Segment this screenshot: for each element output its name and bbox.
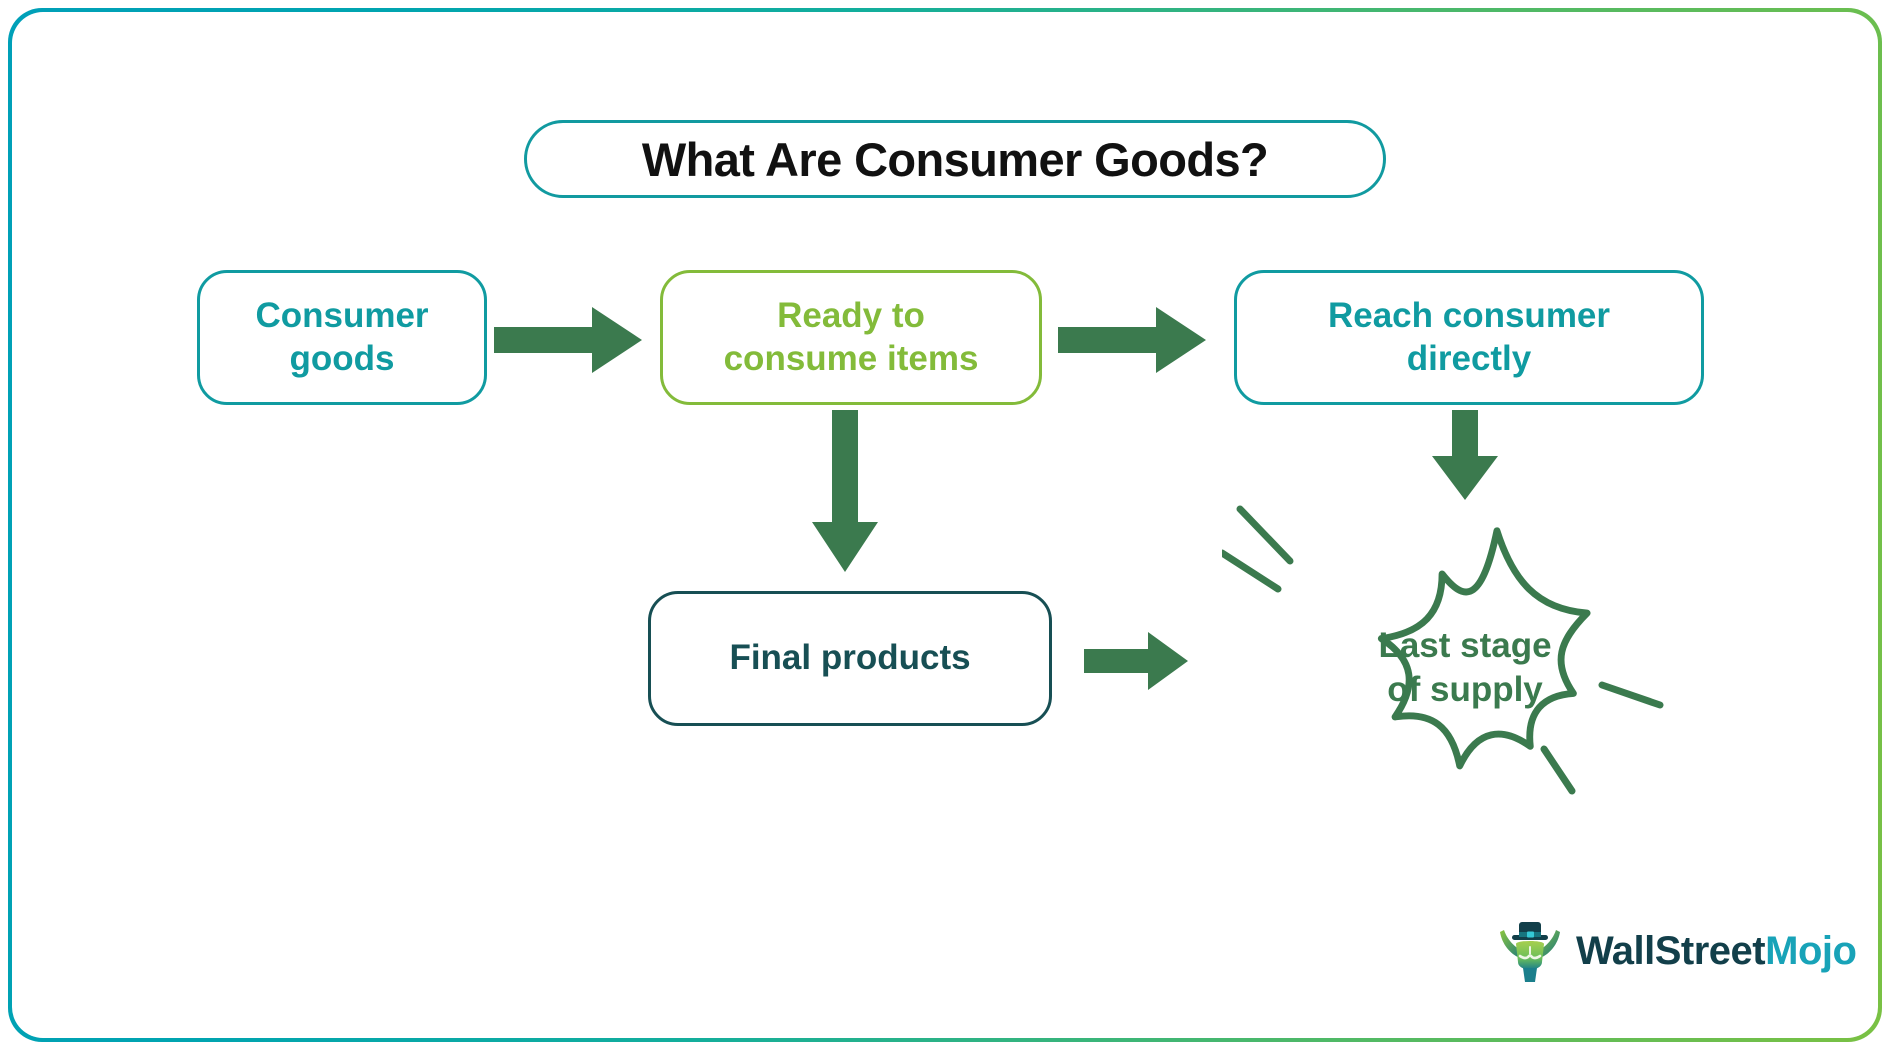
- node-reach-consumer-directly: Reach consumer directly: [1234, 270, 1704, 405]
- sparkle-lines-lower-right: [1540, 681, 1664, 795]
- node-consumer-goods-line2: goods: [289, 338, 395, 378]
- starburst-outline: [1377, 527, 1591, 770]
- arrow-down-icon-reach-to-last-stage: [1432, 410, 1498, 500]
- node-reach-consumer-line2: directly: [1406, 338, 1532, 378]
- arrow-right-icon-final-to-last-stage: [1084, 632, 1188, 690]
- arrow-right-icon-goods-to-ready: [494, 307, 642, 373]
- node-reach-consumer-line1: Reach consumer: [1327, 295, 1611, 335]
- arrow-down-icon-ready-to-final: [812, 410, 878, 572]
- page-title: What Are Consumer Goods?: [524, 120, 1386, 198]
- infographic-canvas: What Are Consumer Goods? Consumer goods …: [8, 8, 1882, 1042]
- sparkle-lines-upper-left: [1222, 505, 1294, 593]
- infographic-inner: What Are Consumer Goods? Consumer goods …: [12, 12, 1878, 1038]
- logo-wordmark: WallStreetMojo: [1576, 928, 1857, 974]
- node-last-stage-of-supply: Last stage of supply: [1292, 624, 1638, 712]
- node-last-stage-line1: Last stage: [1378, 626, 1552, 665]
- node-consumer-goods-line1: Consumer: [255, 295, 429, 335]
- node-reach-consumer-label: Reach consumer directly: [1328, 295, 1610, 380]
- node-final-products-label: Final products: [729, 638, 971, 678]
- logo-wordmark-primary: WallStreet: [1576, 928, 1766, 973]
- node-consumer-goods: Consumer goods: [197, 270, 487, 405]
- arrow-right-icon-ready-to-reach: [1058, 307, 1206, 373]
- node-final-products: Final products: [648, 591, 1052, 726]
- node-last-stage-line2: of supply: [1387, 669, 1543, 709]
- node-ready-items-line2: consume items: [723, 338, 979, 378]
- node-ready-items-line1: Ready to: [777, 295, 925, 335]
- node-ready-items-label: Ready to consume items: [724, 295, 979, 380]
- page-title-text: What Are Consumer Goods?: [641, 132, 1269, 186]
- starburst-shape: [1222, 505, 1664, 795]
- bull-mascot-icon: [1500, 922, 1560, 982]
- logo-wordmark-secondary: Mojo: [1765, 928, 1857, 973]
- node-consumer-goods-label: Consumer goods: [255, 295, 428, 380]
- node-ready-to-consume-items: Ready to consume items: [660, 270, 1042, 405]
- wallstreetmojo-logo[interactable]: WallStreetMojo: [1498, 920, 1857, 982]
